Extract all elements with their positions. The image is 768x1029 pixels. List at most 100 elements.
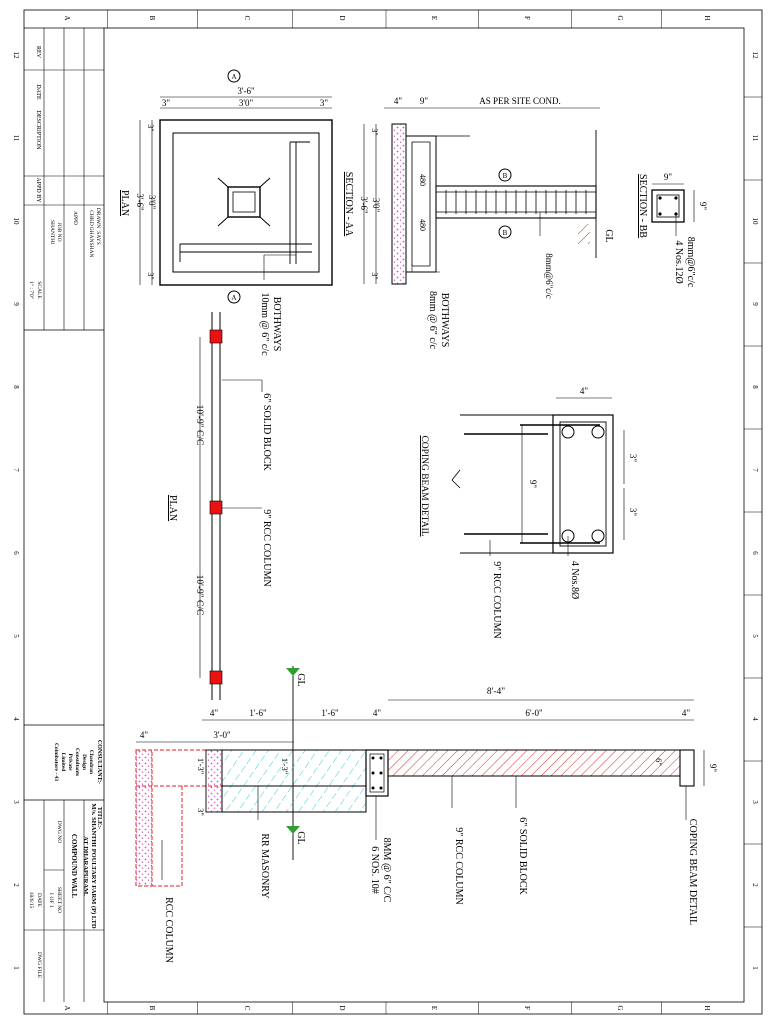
elev-dim-footing: 3'-0" [213, 730, 231, 740]
grid-row-5-1: 5 [751, 634, 759, 638]
elev-dim-mas-b: 1'-3" [280, 758, 290, 774]
jobno-label: JOB NO [56, 222, 62, 241]
section-marker-bottom: A [231, 294, 236, 302]
grid-col-g-0: G [616, 15, 624, 20]
consultant-line-3: Consultants [74, 748, 80, 776]
section-bb-dim-h: 9" [698, 202, 708, 211]
section-bb-dim-w: 9" [664, 172, 673, 182]
grid-row-2-1: 2 [751, 883, 759, 887]
grid-col-d-0: D [338, 15, 346, 20]
title-strip: REV DATE DESCRIPTION APPD BY DRAWN SAYS … [24, 27, 104, 1002]
section-aa-dim-a: 4" [394, 96, 403, 106]
grid-col-h-1: H [703, 1005, 711, 1010]
coping-detail-title: COPING BEAM DETAIL [419, 435, 429, 536]
grid-row-3-0: 3 [12, 800, 20, 804]
section-aa: GL 4" 9" AS PER SITE COND. 3" 3'-6" 3'0"… [343, 96, 614, 350]
chkd-value: GHANSHAN [88, 227, 94, 258]
grid-row-9-0: 9 [12, 302, 20, 306]
grid-col-g-1: G [616, 1005, 624, 1010]
consultant-line-6: Coimbatore - 43 [53, 743, 59, 781]
grid-row-12-0: 12 [12, 52, 20, 60]
coping-dim-a-1: 3" [628, 454, 638, 463]
section-bb-ties: 8mm@6"c/c [685, 237, 696, 288]
elev-dim-overall: 8'-4" [487, 687, 505, 697]
section-marker-top: A [231, 73, 236, 81]
wall-plan-title: PLAN [167, 495, 178, 521]
coping-column-note: 9" RCC COLUMN [491, 561, 502, 638]
grid-row-6-0: 6 [12, 551, 20, 555]
grid-col-d-1: D [338, 1005, 346, 1010]
section-aa-edge-bottom: 3" [370, 272, 379, 279]
grid-col-a-1: A [63, 1005, 71, 1010]
client-name: M/s. SHANTHI POULTARY FARM (P) LTD [90, 803, 97, 929]
elev-dim-1: 4" [210, 708, 219, 718]
title-label: TITLE:- [96, 807, 102, 829]
footing-rebar-note: 10mm @ 6" c/c [259, 292, 270, 356]
appd-header: APPD BY [35, 177, 41, 203]
grid-row-10-0: 10 [12, 218, 20, 226]
footing-dim-inner: 3'0" [239, 98, 254, 108]
grid-row-11-1: 11 [751, 135, 759, 142]
coping-bars-note: 4 Nos.8Ø [569, 561, 580, 599]
grid-row-11-0: 11 [12, 135, 20, 142]
client-location: AT DHARAPURAM. [82, 836, 89, 896]
dwgfile-label: DWG FILE [36, 952, 42, 979]
section-aa-edge-top: 3" [370, 128, 379, 135]
grid-row-6-1: 6 [751, 551, 759, 555]
grid-row-8-1: 8 [751, 385, 759, 389]
elev-label-coping: COPING BEAM DETAIL [687, 819, 698, 925]
grid-col-c-1: C [243, 1006, 251, 1011]
wall-column-3 [209, 670, 223, 685]
section-aa-thk-top: 480 [418, 174, 427, 186]
grid-col-c-0: C [243, 16, 251, 21]
elev-dim-mas-a: 1'-3" [196, 758, 206, 774]
drawn-label: DRAWN [95, 208, 101, 228]
rev-header: REV [35, 46, 41, 59]
chkd-label: CHKD [88, 210, 94, 226]
section-bb: 9" 9" SECTION - BB 4 Nos.12Ø 8mm@6"c/c [637, 172, 708, 288]
grid-row-2-0: 2 [12, 883, 20, 887]
grid-row-1-1: 1 [751, 966, 759, 970]
appd-label: APPD [72, 211, 78, 225]
wall-column-1 [209, 329, 223, 344]
drawn-value: SAYS [95, 231, 101, 245]
consultant-heading: CONSULTANT:- [96, 740, 102, 784]
grid-row-7-0: 7 [12, 468, 20, 472]
sheetno-label: SHEET NO [56, 887, 62, 913]
sheetno-value: 1 OF 1 [48, 892, 54, 908]
section-b-marker-top: B [503, 172, 508, 180]
elev-label-bars: 6 NOS. 10# [369, 846, 380, 894]
section-aa-site-note: AS PER SITE COND. [479, 96, 561, 106]
grid-row-10-1: 10 [751, 218, 759, 226]
section-b-marker-bottom: B [503, 229, 508, 237]
elev-label-column: 9" RCC COLUMN [453, 827, 464, 904]
elev-label-solid-block: 6" SOLID BLOCK [517, 817, 528, 895]
elevation-gl-bottom: GL [295, 831, 306, 844]
footing-dim-edge-left: 3" [162, 98, 171, 108]
elev-dim-5: 6'-0" [525, 708, 543, 718]
grid-row-1-0: 1 [12, 966, 20, 970]
footing-side-inner: 3'0" [147, 195, 157, 210]
elev-dim-pcc-top: 4" [140, 730, 149, 740]
consultant-line-4: Private [67, 753, 73, 771]
elev-dim-6: 4" [682, 708, 691, 718]
wall-spacing-1: 10'-9" C/C [194, 405, 204, 446]
date-header: DATE [35, 84, 41, 100]
coping-beam-detail: 4" 9" 3" 3" COPING BEAM DETAIL 4 Nos.8Ø … [419, 386, 638, 639]
wall-column-note: 9" RCC COLUMN [261, 509, 272, 586]
elev-dim-2: 1'-6" [249, 708, 267, 718]
elev-dim-coping-h: 9" [708, 764, 718, 773]
grid-col-b-1: B [148, 1006, 156, 1011]
coping-dim-h: 9" [528, 480, 538, 489]
grid-row-9-1: 9 [751, 302, 759, 306]
consultant-line-2: Design [81, 754, 87, 770]
section-aa-dim-b: 9" [420, 96, 429, 106]
elev-label-rcc-column: RCC COLUMN [163, 897, 174, 963]
drawing-title: COMPOUND WALL [70, 834, 78, 899]
jobno-value: SHANTHI [49, 220, 55, 244]
elev-label-ties: 8MM @ 6" C/C [381, 838, 392, 903]
section-aa-stirrup-note: 8mm@6"c/c [544, 253, 554, 298]
dwgno-label: DWG NO [56, 821, 62, 843]
